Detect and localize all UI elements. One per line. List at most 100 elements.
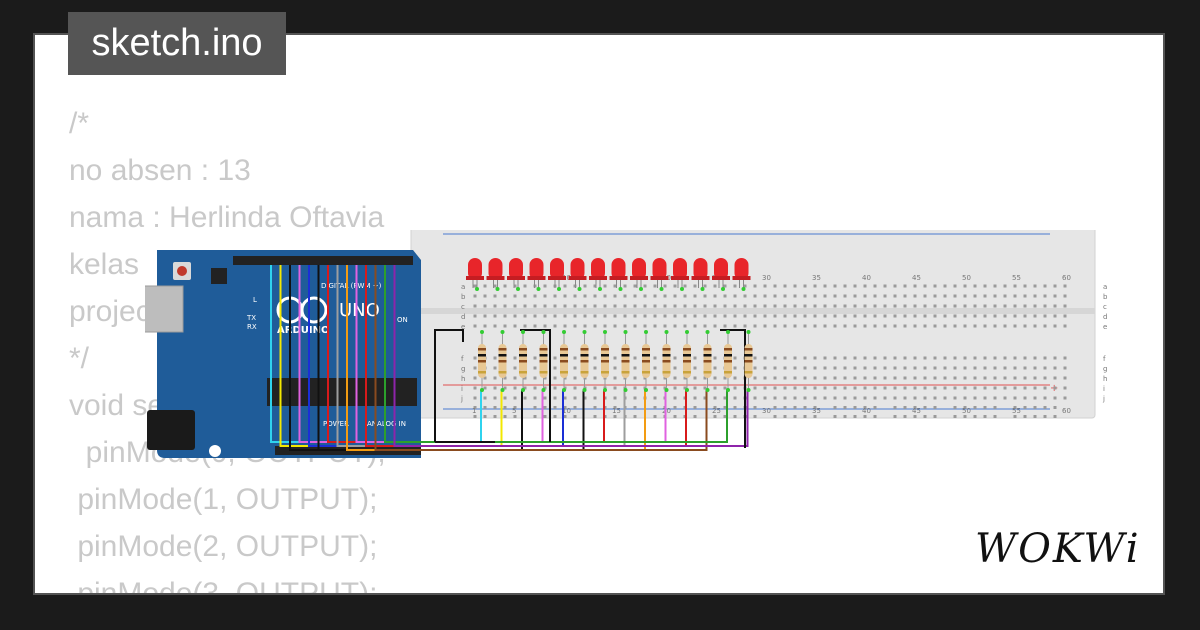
gnd-wire[interactable] — [520, 329, 551, 442]
wire[interactable] — [384, 265, 728, 443]
led[interactable] — [671, 258, 689, 291]
power-label: POWER — [323, 420, 349, 428]
atmega-chip — [267, 378, 417, 406]
file-tab[interactable]: sketch.ino — [68, 12, 286, 75]
row-letter: a — [461, 283, 465, 291]
resistor[interactable] — [724, 330, 732, 392]
column-number: 40 — [862, 274, 871, 282]
power-jack — [147, 410, 195, 450]
code-line: no absen : 13 — [69, 154, 251, 187]
column-number: 10 — [562, 407, 571, 415]
digital-header — [233, 256, 413, 265]
code-line: pinMode(1, OUTPUT); — [69, 483, 378, 516]
resistor[interactable] — [683, 330, 691, 392]
led[interactable] — [732, 258, 751, 291]
wire[interactable] — [374, 265, 708, 451]
column-number: 50 — [962, 274, 971, 282]
column-number: 30 — [762, 274, 771, 282]
row-letter: a — [1103, 283, 1107, 291]
resistor[interactable] — [519, 330, 527, 392]
row-letter: c — [1103, 303, 1107, 311]
resistor[interactable] — [642, 330, 650, 392]
resistor[interactable] — [744, 330, 753, 392]
board-model-label: UNO — [339, 300, 380, 321]
column-number: 5 — [512, 407, 516, 415]
wokwi-logo: WOKWi — [975, 526, 1141, 572]
wire[interactable] — [393, 265, 749, 447]
led[interactable] — [466, 258, 484, 291]
column-number: 1 — [472, 407, 476, 415]
column-number: 40 — [862, 407, 871, 415]
column-number: 15 — [612, 407, 621, 415]
resistor[interactable] — [498, 330, 507, 392]
row-letter: d — [1103, 313, 1107, 321]
row-letter: g — [461, 365, 465, 373]
column-number: 45 — [912, 274, 921, 282]
led[interactable] — [712, 258, 730, 291]
column-number: 60 — [1062, 407, 1071, 415]
led[interactable] — [650, 258, 669, 291]
wires — [270, 265, 749, 451]
row-letter: f — [1103, 355, 1106, 363]
row-letter: d — [461, 313, 465, 321]
code-line: kelas — [69, 248, 140, 281]
led-label-rx: RX — [247, 323, 257, 331]
led-label-on: ON — [397, 316, 408, 324]
resistor[interactable] — [703, 330, 712, 392]
resistor[interactable] — [478, 330, 486, 392]
row-letter: e — [1103, 323, 1107, 331]
code-line: pinMode(3, OUTPUT); — [69, 577, 378, 595]
arduino-uno: UNO ARDUINO DIGITAL (PWM ~) POWER ANALOG… — [145, 250, 421, 458]
row-letter: j — [460, 395, 463, 403]
led[interactable] — [691, 258, 710, 291]
row-letter: h — [1103, 375, 1107, 383]
row-letter: e — [461, 323, 465, 331]
resistor[interactable] — [560, 330, 568, 392]
led[interactable] — [630, 258, 648, 291]
column-number: 50 — [962, 407, 971, 415]
row-letter: g — [1103, 365, 1107, 373]
breadboard-holes — [473, 284, 1067, 418]
led[interactable] — [507, 258, 525, 291]
column-number: 30 — [762, 407, 771, 415]
led[interactable] — [589, 258, 607, 291]
circuit-diagram: + + 115510101515202025253030353540404545… — [145, 230, 1108, 458]
led[interactable] — [527, 258, 546, 291]
row-letter: h — [461, 375, 465, 383]
row-letter: i — [1103, 385, 1105, 393]
led-label-tx: TX — [246, 314, 256, 322]
code-line: pinMode(2, OUTPUT); — [69, 530, 378, 563]
resistor[interactable] — [621, 330, 630, 392]
led[interactable] — [568, 258, 587, 291]
led[interactable] — [548, 258, 566, 291]
resistor[interactable] — [601, 330, 609, 392]
led-label-l: L — [253, 296, 257, 304]
digital-label: DIGITAL (PWM ~) — [321, 282, 382, 290]
code-line: nama : Herlinda Oftavia — [69, 201, 385, 234]
gnd-wire[interactable] — [720, 329, 746, 448]
led[interactable] — [486, 258, 505, 291]
led-row — [466, 258, 751, 291]
resistor[interactable] — [580, 330, 589, 392]
code-line: /* — [69, 107, 90, 140]
row-letter: i — [461, 385, 463, 393]
row-letter: c — [461, 303, 465, 311]
resistor[interactable] — [539, 330, 548, 392]
column-number: 55 — [1012, 274, 1021, 282]
led[interactable] — [609, 258, 628, 291]
column-number: 55 — [1012, 407, 1021, 415]
usb-port — [145, 285, 184, 333]
resistor-row — [478, 330, 753, 392]
column-number: 45 — [912, 407, 921, 415]
column-number: 35 — [812, 407, 821, 415]
column-number: 10 — [562, 274, 571, 282]
row-letter: f — [461, 355, 464, 363]
board-brand-label: ARDUINO — [277, 325, 329, 336]
gnd-wire[interactable] — [434, 329, 464, 442]
column-number: 60 — [1062, 274, 1071, 282]
resistor[interactable] — [662, 330, 671, 392]
analog-label: ANALOG IN — [367, 420, 406, 428]
row-letter: b — [1103, 293, 1108, 301]
column-number: 35 — [812, 274, 821, 282]
